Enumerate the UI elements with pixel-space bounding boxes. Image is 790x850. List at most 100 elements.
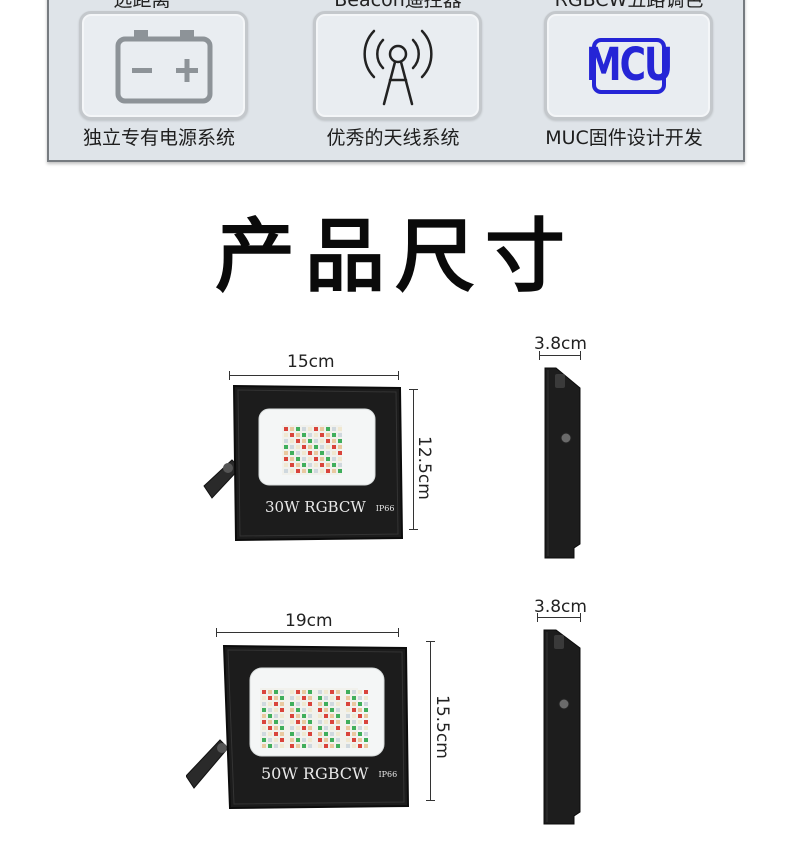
led-chip [314,463,318,467]
led-chip [320,469,324,473]
led-chip [290,714,294,718]
led-chip [296,469,300,473]
led-chip [326,469,330,473]
led-chip [326,457,330,461]
led-chip [318,714,322,718]
page-title: 产品尺寸 [215,210,575,303]
led-chip [296,702,300,706]
led-chip [326,439,330,443]
led-chip [318,702,322,706]
led-chip [330,744,334,748]
led-chip [338,457,342,461]
led-chip [364,738,368,742]
led-chip [352,732,356,736]
led-chip [290,702,294,706]
led-chip [318,696,322,700]
led-chip [364,714,368,718]
dimension-tick [537,613,538,622]
dimension-tick [398,628,399,637]
feature-antenna-label: 优秀的天线系统 [326,127,460,149]
led-chip [324,702,328,706]
dimension-tick [409,529,418,530]
led-chip [332,451,336,455]
led-chip [290,696,294,700]
led-chip [290,439,294,443]
led-chip [296,732,300,736]
feature-mcu-tile: MCU [544,11,713,120]
led-chip [358,690,362,694]
led-chip [296,708,300,712]
led-chip [284,463,288,467]
led-chip [326,463,330,467]
led-chip [296,714,300,718]
led-chip [324,696,328,700]
led-chip [320,463,324,467]
led-chip [302,732,306,736]
led-chip [358,732,362,736]
led-chip [314,445,318,449]
led-chip [324,714,328,718]
led-chip [290,738,294,742]
led-chip [262,738,266,742]
led-chip [352,726,356,730]
led-chip [302,744,306,748]
led-chip [320,451,324,455]
led-chip [262,690,266,694]
antenna-icon [362,29,433,105]
led-chip [308,720,312,724]
feature-antenna-tile [313,11,482,120]
led-chip [336,702,340,706]
led-chip [280,744,284,748]
led-chip [262,732,266,736]
led-chip [262,708,266,712]
led-chip [296,738,300,742]
led-chip [346,690,350,694]
led-chip [284,445,288,449]
led-chip [280,720,284,724]
led-chip [284,469,288,473]
led-chip [326,433,330,437]
led-chip [268,708,272,712]
led-chip [332,457,336,461]
led-chip [324,690,328,694]
led-chip [274,708,278,712]
led-chip [302,702,306,706]
led-chip [332,439,336,443]
led-chip [320,445,324,449]
led-chip [290,720,294,724]
led-chip [302,463,306,467]
led-chip [302,708,306,712]
led-chip [302,433,306,437]
led-chip [280,702,284,706]
led-chip [290,427,294,431]
led-chip [268,714,272,718]
led-chip [330,720,334,724]
mcu-icon: MCU [586,37,673,94]
led-chip [364,702,368,706]
led-chip [338,445,342,449]
feature-caption-1: 远距离 [113,0,171,11]
led-chip [268,738,272,742]
led-chip [336,714,340,718]
led-chip [302,451,306,455]
led-chip [308,457,312,461]
led-chip [330,696,334,700]
width-dimension-line [216,632,399,633]
led-chip [308,463,312,467]
led-chip [296,439,300,443]
led-chip [284,433,288,437]
led-chip [290,457,294,461]
dimension-tick [398,371,399,380]
led-chip [314,457,318,461]
led-chip [308,744,312,748]
led-chip [320,433,324,437]
led-chip [364,726,368,730]
led-chip [338,427,342,431]
dimension-tick [216,628,217,637]
floodlight-50w-front-image [186,644,410,810]
led-chip [290,708,294,712]
led-chip [324,732,328,736]
led-chip [318,732,322,736]
height-label: 15.5cm [432,695,452,759]
